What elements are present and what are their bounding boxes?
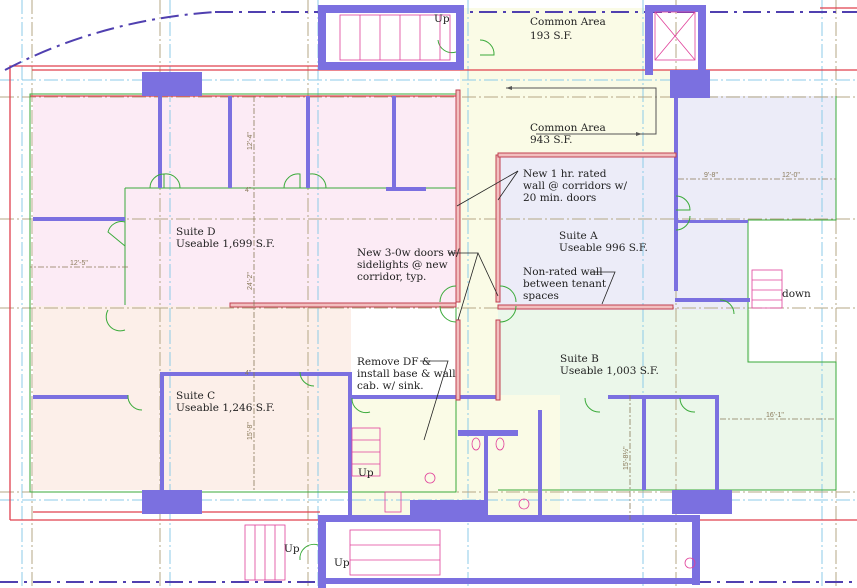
common-943-name: Common Area <box>530 122 606 134</box>
doors <box>105 39 735 561</box>
stair-labels: Up down Up Up Up <box>284 13 811 569</box>
note-doors-3: corridor, typ. <box>357 271 426 283</box>
leader-lines <box>30 96 836 520</box>
rated-walls <box>229 89 677 401</box>
elevator-icon <box>654 11 696 61</box>
note-rated-wall-3: 20 min. doors <box>523 192 596 204</box>
toilet-icon <box>495 437 505 451</box>
room-fills <box>33 8 836 520</box>
note-non-rated-3: spaces <box>523 290 559 302</box>
suite-c-area-label: Useable 1,246 S.F. <box>176 402 275 414</box>
suite-c-name: Suite C <box>176 390 215 402</box>
note-rated-wall-2: wall @ corridors w/ <box>523 180 628 192</box>
suite-a-annex <box>676 96 836 220</box>
annotations: New 1 hr. rated wall @ corridors w/ 20 m… <box>357 168 628 392</box>
note-remove-df-3: cab. w/ sink. <box>357 380 424 392</box>
suite-b-name: Suite B <box>560 353 599 365</box>
stairs <box>244 11 783 581</box>
suite-a-annex2 <box>676 220 748 310</box>
note-non-rated-1: Non-rated wall <box>523 266 603 278</box>
dim-24-2: 24'-2" <box>247 272 254 290</box>
dim-12-0: 12'-0" <box>782 172 800 179</box>
toilet-icon <box>471 437 481 451</box>
walls <box>33 5 750 588</box>
stair-up-label: Up <box>334 557 350 569</box>
dim-9-8: 9'-8" <box>704 172 718 179</box>
suite-a-area-label: Useable 996 S.F. <box>559 242 648 254</box>
suite-a-name: Suite A <box>559 230 598 242</box>
suite-d-name: Suite D <box>176 226 216 238</box>
common-943-area: 943 S.F. <box>530 134 573 146</box>
suite-b-area-label: Useable 1,003 S.F. <box>560 365 659 377</box>
sink-icon <box>518 498 530 510</box>
common-193-area: 193 S.F. <box>530 30 573 42</box>
shaft-icon <box>384 491 402 513</box>
corridor-arrows <box>506 86 657 136</box>
dim-4in-b: 4" <box>245 370 252 377</box>
suite-d-area-label: Useable 1,699 S.F. <box>176 238 275 250</box>
suite-d-area[interactable] <box>33 96 456 306</box>
stair-up-label: Up <box>358 467 374 479</box>
common-193-name: Common Area <box>530 16 606 28</box>
note-doors-2: sidelights @ new <box>357 259 448 271</box>
note-non-rated-2: between tenant <box>523 278 607 290</box>
dimension-labels: 12'-4" 4" 24'-2" 12'-5" 9'-8" 12'-0" 4" … <box>70 132 800 470</box>
note-rated-wall-1: New 1 hr. rated <box>523 168 607 180</box>
room-labels: Common Area 193 S.F. Common Area 943 S.F… <box>176 16 659 414</box>
stair-up-label: Up <box>284 543 300 555</box>
dim-16-1: 16'-1" <box>766 412 784 419</box>
dim-12-4: 12'-4" <box>247 132 254 150</box>
corridor <box>458 90 498 400</box>
dim-12-5: 12'-5" <box>70 260 88 267</box>
note-doors-1: New 3-0w doors w/ <box>357 247 460 259</box>
note-remove-df-2: install base & wall <box>357 368 456 380</box>
stair-down-label: down <box>782 288 811 300</box>
stair-up-label: Up <box>434 13 450 25</box>
dim-15-8-half: 15'-8½" <box>622 446 630 470</box>
dim-15-8: 15'-8" <box>247 422 254 440</box>
sink-icon <box>424 472 436 484</box>
dim-4in: 4" <box>245 187 252 194</box>
common-area-193[interactable] <box>462 8 646 70</box>
suite-a-area[interactable] <box>498 156 676 310</box>
note-remove-df-1: Remove DF & <box>357 356 431 368</box>
suite-b-annex <box>720 362 836 490</box>
